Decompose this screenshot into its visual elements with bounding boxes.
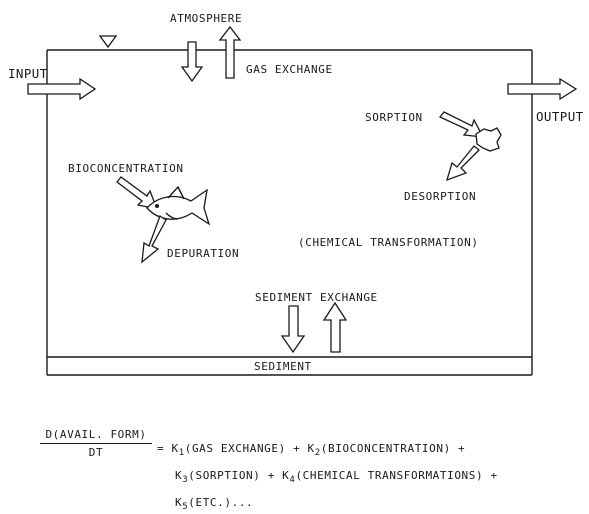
equation-denominator: DT — [40, 446, 152, 459]
environmental-fate-diagram: ATMOSPHERE GAS EXCHANGE INPUT OUTPUT SOR… — [0, 0, 589, 390]
chemical-transformation-label: (CHEMICAL TRANSFORMATION) — [298, 236, 479, 249]
input-arrow-icon — [28, 79, 95, 99]
depuration-arrow-icon — [142, 216, 166, 262]
desorption-arrow-icon — [447, 146, 479, 180]
rate-equation: D(AVAIL. FORM) DT = K1(GAS EXCHANGE) + K… — [0, 390, 589, 514]
sediment-label: SEDIMENT — [254, 360, 312, 373]
term-bioconcentration: (BIOCONCENTRATION) + — [321, 442, 465, 455]
depuration-label: DEPURATION — [167, 247, 239, 260]
equals-sign: = — [157, 442, 164, 455]
sediment-exchange-down-arrow-icon — [282, 306, 304, 352]
desorption-label: DESORPTION — [404, 190, 476, 203]
k1: K — [171, 442, 178, 455]
k3-subscript: 3 — [182, 475, 188, 485]
gas-exchange-up-arrow-icon — [220, 27, 240, 78]
equation-numerator: D(AVAIL. FORM) — [40, 428, 152, 441]
equation-line-1: = K1(GAS EXCHANGE) + K2(BIOCONCENTRATION… — [157, 442, 465, 455]
sediment-exchange-label: SEDIMENT EXCHANGE — [255, 291, 378, 304]
output-label: OUTPUT — [536, 109, 584, 124]
k1-subscript: 1 — [179, 448, 185, 458]
gas-exchange-label: GAS EXCHANGE — [246, 63, 333, 76]
equation-fraction: D(AVAIL. FORM) DT — [40, 428, 152, 459]
gas-exchange-down-arrow-icon — [182, 42, 202, 81]
sediment-exchange-up-arrow-icon — [324, 303, 346, 352]
k2-subscript: 2 — [315, 448, 321, 458]
k4-subscript: 4 — [289, 475, 295, 485]
water-level-marker-icon — [100, 36, 116, 47]
atmosphere-label: ATMOSPHERE — [170, 12, 242, 25]
equation-line-2: K3(SORPTION) + K4(CHEMICAL TRANSFORMATIO… — [175, 469, 498, 482]
k2: K — [308, 442, 315, 455]
term-gas-exchange: (GAS EXCHANGE) + — [185, 442, 308, 455]
bioconcentration-label: BIOCONCENTRATION — [68, 162, 184, 175]
equation-line-3: K5(ETC.)... — [175, 496, 253, 509]
sorption-label: SORPTION — [365, 111, 423, 124]
term-etc: (ETC.)... — [188, 496, 253, 509]
sediment-particle-icon — [476, 128, 501, 151]
term-sorption: (SORPTION) + — [188, 469, 282, 482]
term-chemical-transformations: (CHEMICAL TRANSFORMATIONS) + — [295, 469, 497, 482]
fish-icon — [147, 187, 209, 224]
output-arrow-icon — [508, 79, 576, 99]
k5-subscript: 5 — [182, 502, 188, 512]
fraction-bar — [40, 443, 152, 444]
input-label: INPUT — [8, 66, 48, 81]
